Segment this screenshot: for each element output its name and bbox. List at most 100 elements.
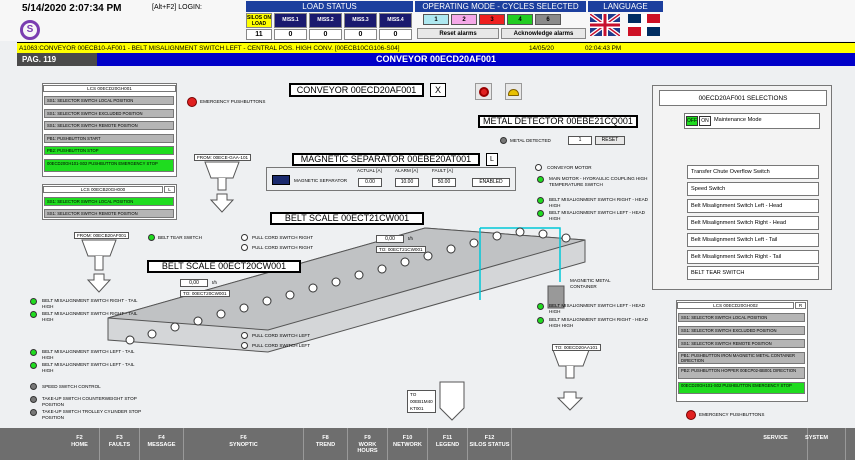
lcs-row[interactable]: PB2: PUSHBUTTON HOPPER 00ECP02-BB001 DIR… <box>678 367 805 379</box>
misalign-right-tail-2-indicator <box>30 311 37 318</box>
lcs-row[interactable]: SS1: SELECTOR SWITCH EXCLUDED POSITION <box>678 326 805 335</box>
dominican-flag-icon[interactable] <box>628 14 660 36</box>
lcs-row[interactable]: SS1: SELECTOR SWITCH REMOTE POSITION <box>44 209 174 218</box>
beacon-icon[interactable] <box>505 83 522 100</box>
lcs-row[interactable]: SS1: SELECTOR SWITCH LOCAL POSITION <box>44 197 174 206</box>
fkey-label: SILOS STATUS <box>469 441 510 448</box>
selection-item[interactable]: BELT TEAR SWITCH <box>687 266 819 280</box>
lcs-row[interactable]: PB2: PUSHBUTTON STOP <box>44 146 174 155</box>
fkey-code: F4 <box>158 435 165 441</box>
uk-flag-icon[interactable] <box>590 14 620 36</box>
hopper-to-1: TO: 00ECD20AA101 <box>552 344 601 351</box>
selection-item[interactable]: Belt Misalignment Switch Left - Head <box>687 199 819 213</box>
misalign-left-tail-1-indicator <box>30 349 37 356</box>
fkey-system[interactable]: SYSTEM <box>788 428 846 460</box>
emergency-pushbutton-icon-2[interactable] <box>686 410 696 420</box>
mode-button-3[interactable]: 3 <box>479 14 505 25</box>
lcs-2-title: LCS 00ECB20GH000 <box>43 186 163 193</box>
selection-item[interactable]: Belt Misalignment Switch Left - Tail <box>687 233 819 247</box>
lcs-row[interactable]: SS1: SELECTOR SWITCH REMOTE POSITION <box>44 121 174 130</box>
lcs-1-title: LCS 00ECD20GH001 <box>43 85 176 92</box>
emergency-label-1: EMERGENCY PUSHBUTTONS <box>200 99 266 104</box>
misalign-right-head-hh-indicator <box>537 317 544 324</box>
hopper-from-2: FROM: 00ECE-GAA-101 <box>194 154 252 161</box>
fkey-label: MESSAGE <box>147 441 176 448</box>
selection-item[interactable]: Belt Misalignment Switch Right - Tail <box>687 250 819 264</box>
takeup-counterweight-indicator <box>30 396 37 403</box>
lcs-row[interactable]: SS1: SELECTOR SWITCH LOCAL POSITION <box>678 313 805 322</box>
magsep-status: ENABLED <box>472 178 510 187</box>
miss-2-value: 0 <box>309 29 342 40</box>
fkey-code: F6 <box>240 435 247 441</box>
close-button[interactable]: X <box>430 83 446 97</box>
lcs-row[interactable]: SS1: SELECTOR SWITCH REMOTE POSITION <box>678 339 805 348</box>
maintenance-off-button[interactable]: OFF <box>686 116 698 126</box>
silo-tag-line-1: TO <box>410 392 417 397</box>
magsep-col-actual: ACTUAL [A] <box>357 168 382 173</box>
fkey-code: F10 <box>402 435 413 441</box>
misalign-right-tail-1-label: BELT MISALIGNMENT SWITCH RIGHT - TAIL HI… <box>42 298 138 309</box>
selection-item[interactable]: Speed Switch <box>687 182 819 196</box>
misalign-left-head-hh-indicator <box>537 303 544 310</box>
alarm-bar[interactable]: A1063:CONVEYOR 00ECB10-AF001 - BELT MISA… <box>17 42 855 53</box>
pull-cord-left-1: PULL CORD SWITCH LEFT <box>252 333 311 338</box>
fkey-label: TREND <box>315 441 336 448</box>
login-hint[interactable]: [Alt+F2] LOGIN: <box>152 4 202 11</box>
mode-button-6[interactable]: 6 <box>535 14 561 25</box>
maintenance-mode-label: Maintenance Mode <box>714 117 762 123</box>
magsep-alarm-value[interactable]: 10.00 <box>395 178 419 187</box>
acknowledge-alarms-button[interactable]: Acknowledge alarms <box>501 28 586 39</box>
siren-icon[interactable] <box>475 83 492 100</box>
magnetic-container-label: MAGNETIC METAL CONTAINER <box>570 278 611 289</box>
fkey-label: HOME <box>71 441 88 448</box>
magsep-fault-value[interactable]: 50.00 <box>432 178 456 187</box>
magsep-title: MAGNETIC SEPARATOR 00EBE20AT001 <box>292 153 480 166</box>
metal-detected-indicator <box>500 137 507 144</box>
metal-reset-button[interactable]: RESET <box>595 136 625 145</box>
maintenance-on-button[interactable]: ON <box>699 116 711 126</box>
magsep-col-fault: FAULT [A] <box>432 168 453 173</box>
miss-1-label: MISS.1 <box>274 13 307 28</box>
emergency-pushbutton-icon[interactable] <box>187 97 197 107</box>
lcs-row[interactable]: SS1: SELECTOR SWITCH EXCLUDED POSITION <box>44 108 174 118</box>
mode-button-1[interactable]: 1 <box>423 14 449 25</box>
misalign-left-tail-2-indicator <box>30 362 37 369</box>
lcs-row[interactable]: 00ECD20GH101-S02 PUSHBUTTON EMERGENCY ST… <box>44 158 174 172</box>
takeup-trolley-label: TAKE-UP SWITCH TROLLEY CYLINDER STOP POS… <box>42 409 142 420</box>
fkey-service[interactable]: SERVICE <box>744 428 808 460</box>
takeup-counterweight-label: TAKE-UP SWITCH COUNTERWEIGHT STOP POSITI… <box>42 396 137 407</box>
fkey-label: WORK HOURS <box>357 441 378 455</box>
lcs-row[interactable]: SS1: SELECTOR SWITCH LOCAL POSITION <box>44 96 174 105</box>
miss-3-value: 0 <box>344 29 377 40</box>
lcs-row[interactable]: 00ECD20GH101-S02 PUSHBUTTON EMERGENCY ST… <box>678 382 805 394</box>
lcs-row[interactable]: PB1: PUSHBUTTON START <box>44 133 174 143</box>
datetime: 5/14/2020 2:07:34 PM <box>22 3 122 14</box>
selection-item[interactable]: Belt Misalignment Switch Right - Head <box>687 216 819 230</box>
conveyor-title: CONVEYOR 00ECD20AF001 <box>289 83 424 97</box>
belt-scale-2-title: BELT SCALE 00ECT20CW001 <box>147 260 301 273</box>
lcs-3-title: LCS 00ECD20GH002 <box>677 302 794 309</box>
mode-button-4[interactable]: 4 <box>507 14 533 25</box>
fkey-code: F8 <box>322 435 329 441</box>
pull-cord-left-1-indicator <box>241 332 248 339</box>
scale-2-value: 0,00 <box>180 279 208 287</box>
scale-1-tag: TO: 00ECT21CW001 <box>376 246 426 253</box>
mode-button-2[interactable]: 2 <box>451 14 477 25</box>
load-status-title: LOAD STATUS <box>246 1 413 12</box>
fkey-code: F3 <box>116 435 123 441</box>
reset-alarms-button[interactable]: Reset alarms <box>417 28 499 39</box>
lcs-row[interactable]: PB1: PUSHBUTTON IRON MAGNETIC METAL CONT… <box>678 352 805 364</box>
fkey-label: SYNOPTIC <box>229 441 258 448</box>
silos-on-load-label: SILOS ON LOAD <box>246 13 272 28</box>
conveyor-motor-label: CONVEYOR MOTOR <box>547 165 592 170</box>
selection-item[interactable]: Transfer Chute Overflow Switch <box>687 165 819 179</box>
